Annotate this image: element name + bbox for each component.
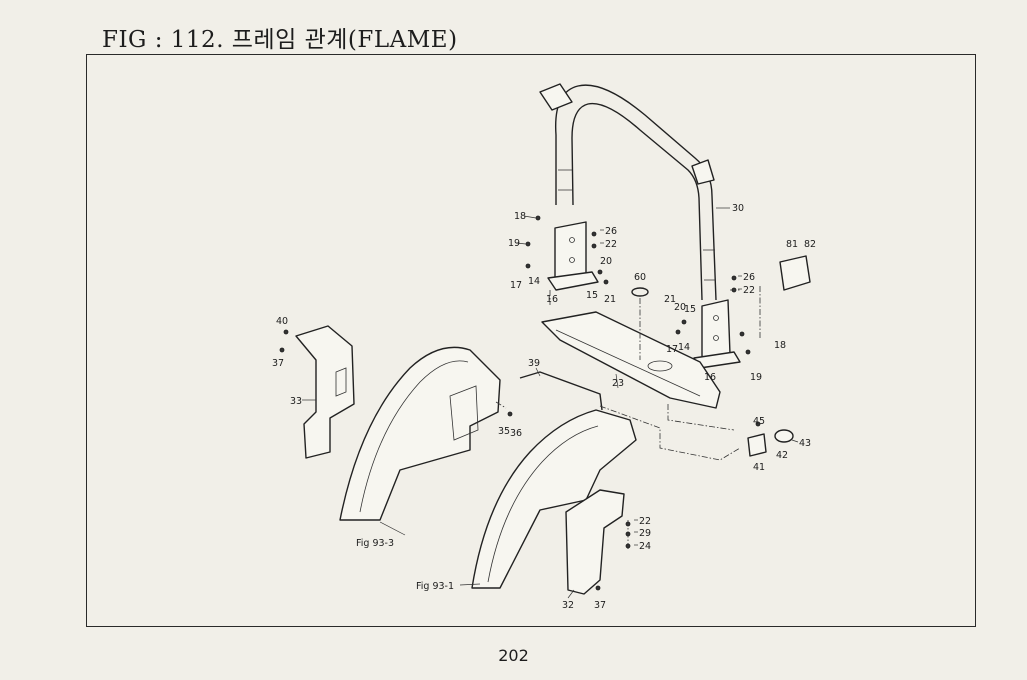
rops-frame <box>539 83 717 301</box>
label-29: 29 <box>639 528 651 539</box>
label-26b: 26 <box>743 272 755 283</box>
label-22b: 22 <box>743 285 755 296</box>
lamp-assembly <box>747 429 794 457</box>
label-15b: 15 <box>684 304 696 315</box>
label-26a: 26 <box>605 226 617 237</box>
link-bar <box>519 371 603 411</box>
hardware <box>279 215 761 591</box>
cross-member <box>541 311 721 409</box>
label-36: 36 <box>510 428 522 439</box>
label-24: 24 <box>639 541 651 552</box>
label-19b: 19 <box>750 372 762 383</box>
label-41: 41 <box>753 462 765 473</box>
label-17b: 17 <box>666 344 678 355</box>
label-20b: 20 <box>674 302 686 313</box>
right-fender <box>471 409 637 589</box>
washer <box>631 287 649 297</box>
right-post-bracket <box>693 299 741 369</box>
right-fender-bracket <box>565 489 625 595</box>
label-21a: 21 <box>604 294 616 305</box>
left-fender-bracket <box>295 325 355 459</box>
plate <box>779 255 811 291</box>
part-labels: 18 19 17 14 16 15 21 20 26 22 60 30 81 8… <box>272 203 816 611</box>
label-30: 30 <box>732 203 744 214</box>
diagram-frame <box>86 54 976 627</box>
label-40: 40 <box>276 316 288 327</box>
label-18b: 18 <box>774 340 786 351</box>
leader-lines <box>302 207 799 599</box>
label-60: 60 <box>634 272 646 283</box>
label-15a: 15 <box>586 290 598 301</box>
label-45: 45 <box>753 416 765 427</box>
label-14b: 14 <box>678 342 690 353</box>
label-43: 43 <box>799 438 811 449</box>
label-33: 33 <box>290 396 302 407</box>
page-title: FIG : 112. 프레임 관계(FLAME) <box>102 27 458 53</box>
label-35: 35 <box>498 426 510 437</box>
label-23: 23 <box>612 378 624 389</box>
label-42: 42 <box>776 450 788 461</box>
page-number: 202 <box>498 646 529 665</box>
label-18a: 18 <box>514 211 526 222</box>
label-16a: 16 <box>546 294 558 305</box>
label-37b: 37 <box>594 600 606 611</box>
left-post-bracket <box>547 221 599 291</box>
label-fig93-1: Fig 93-1 <box>416 581 454 592</box>
label-39: 39 <box>528 358 540 369</box>
label-32: 32 <box>562 600 574 611</box>
label-22c: 22 <box>639 516 651 527</box>
label-82: 82 <box>804 239 816 250</box>
label-81: 81 <box>786 239 798 250</box>
label-20a: 20 <box>600 256 612 267</box>
left-fender <box>339 346 501 521</box>
label-14a: 14 <box>528 276 540 287</box>
label-fig93-3: Fig 93-3 <box>356 538 394 549</box>
label-16b: 16 <box>704 372 716 383</box>
label-21b: 21 <box>664 294 676 305</box>
label-22a: 22 <box>605 239 617 250</box>
label-37a: 37 <box>272 358 284 369</box>
label-19a: 19 <box>508 238 520 249</box>
label-17a: 17 <box>510 280 522 291</box>
